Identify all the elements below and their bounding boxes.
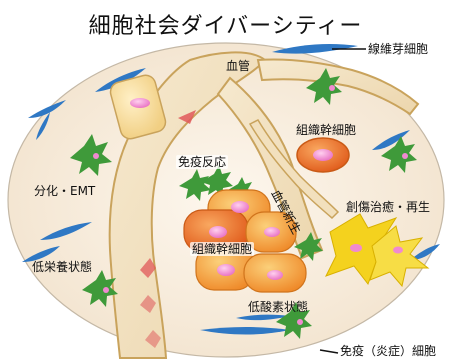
label-differentiation-emt: 分化・EMT	[34, 185, 95, 197]
label-low-nutrition: 低栄養状態	[32, 261, 92, 273]
label-tissue-stem-cell-upper: 組織幹細胞	[296, 124, 356, 136]
label-immune-response: 免疫反応	[176, 155, 228, 169]
diagram-title: 細胞社会ダイバーシティー	[0, 8, 451, 40]
label-blood-vessel: 血管	[226, 60, 250, 72]
label-tissue-stem-cell-cluster: 組織幹細胞	[190, 242, 254, 256]
tissue-stem-cell-upper	[297, 138, 349, 172]
label-hypoxia: 低酸素状態	[248, 301, 308, 313]
label-fibroblast: 線維芽細胞	[368, 43, 428, 55]
label-wound-healing: 創傷治癒・再生	[346, 201, 430, 213]
label-immune-inflammatory-cell: 免疫（炎症）細胞	[340, 345, 436, 357]
